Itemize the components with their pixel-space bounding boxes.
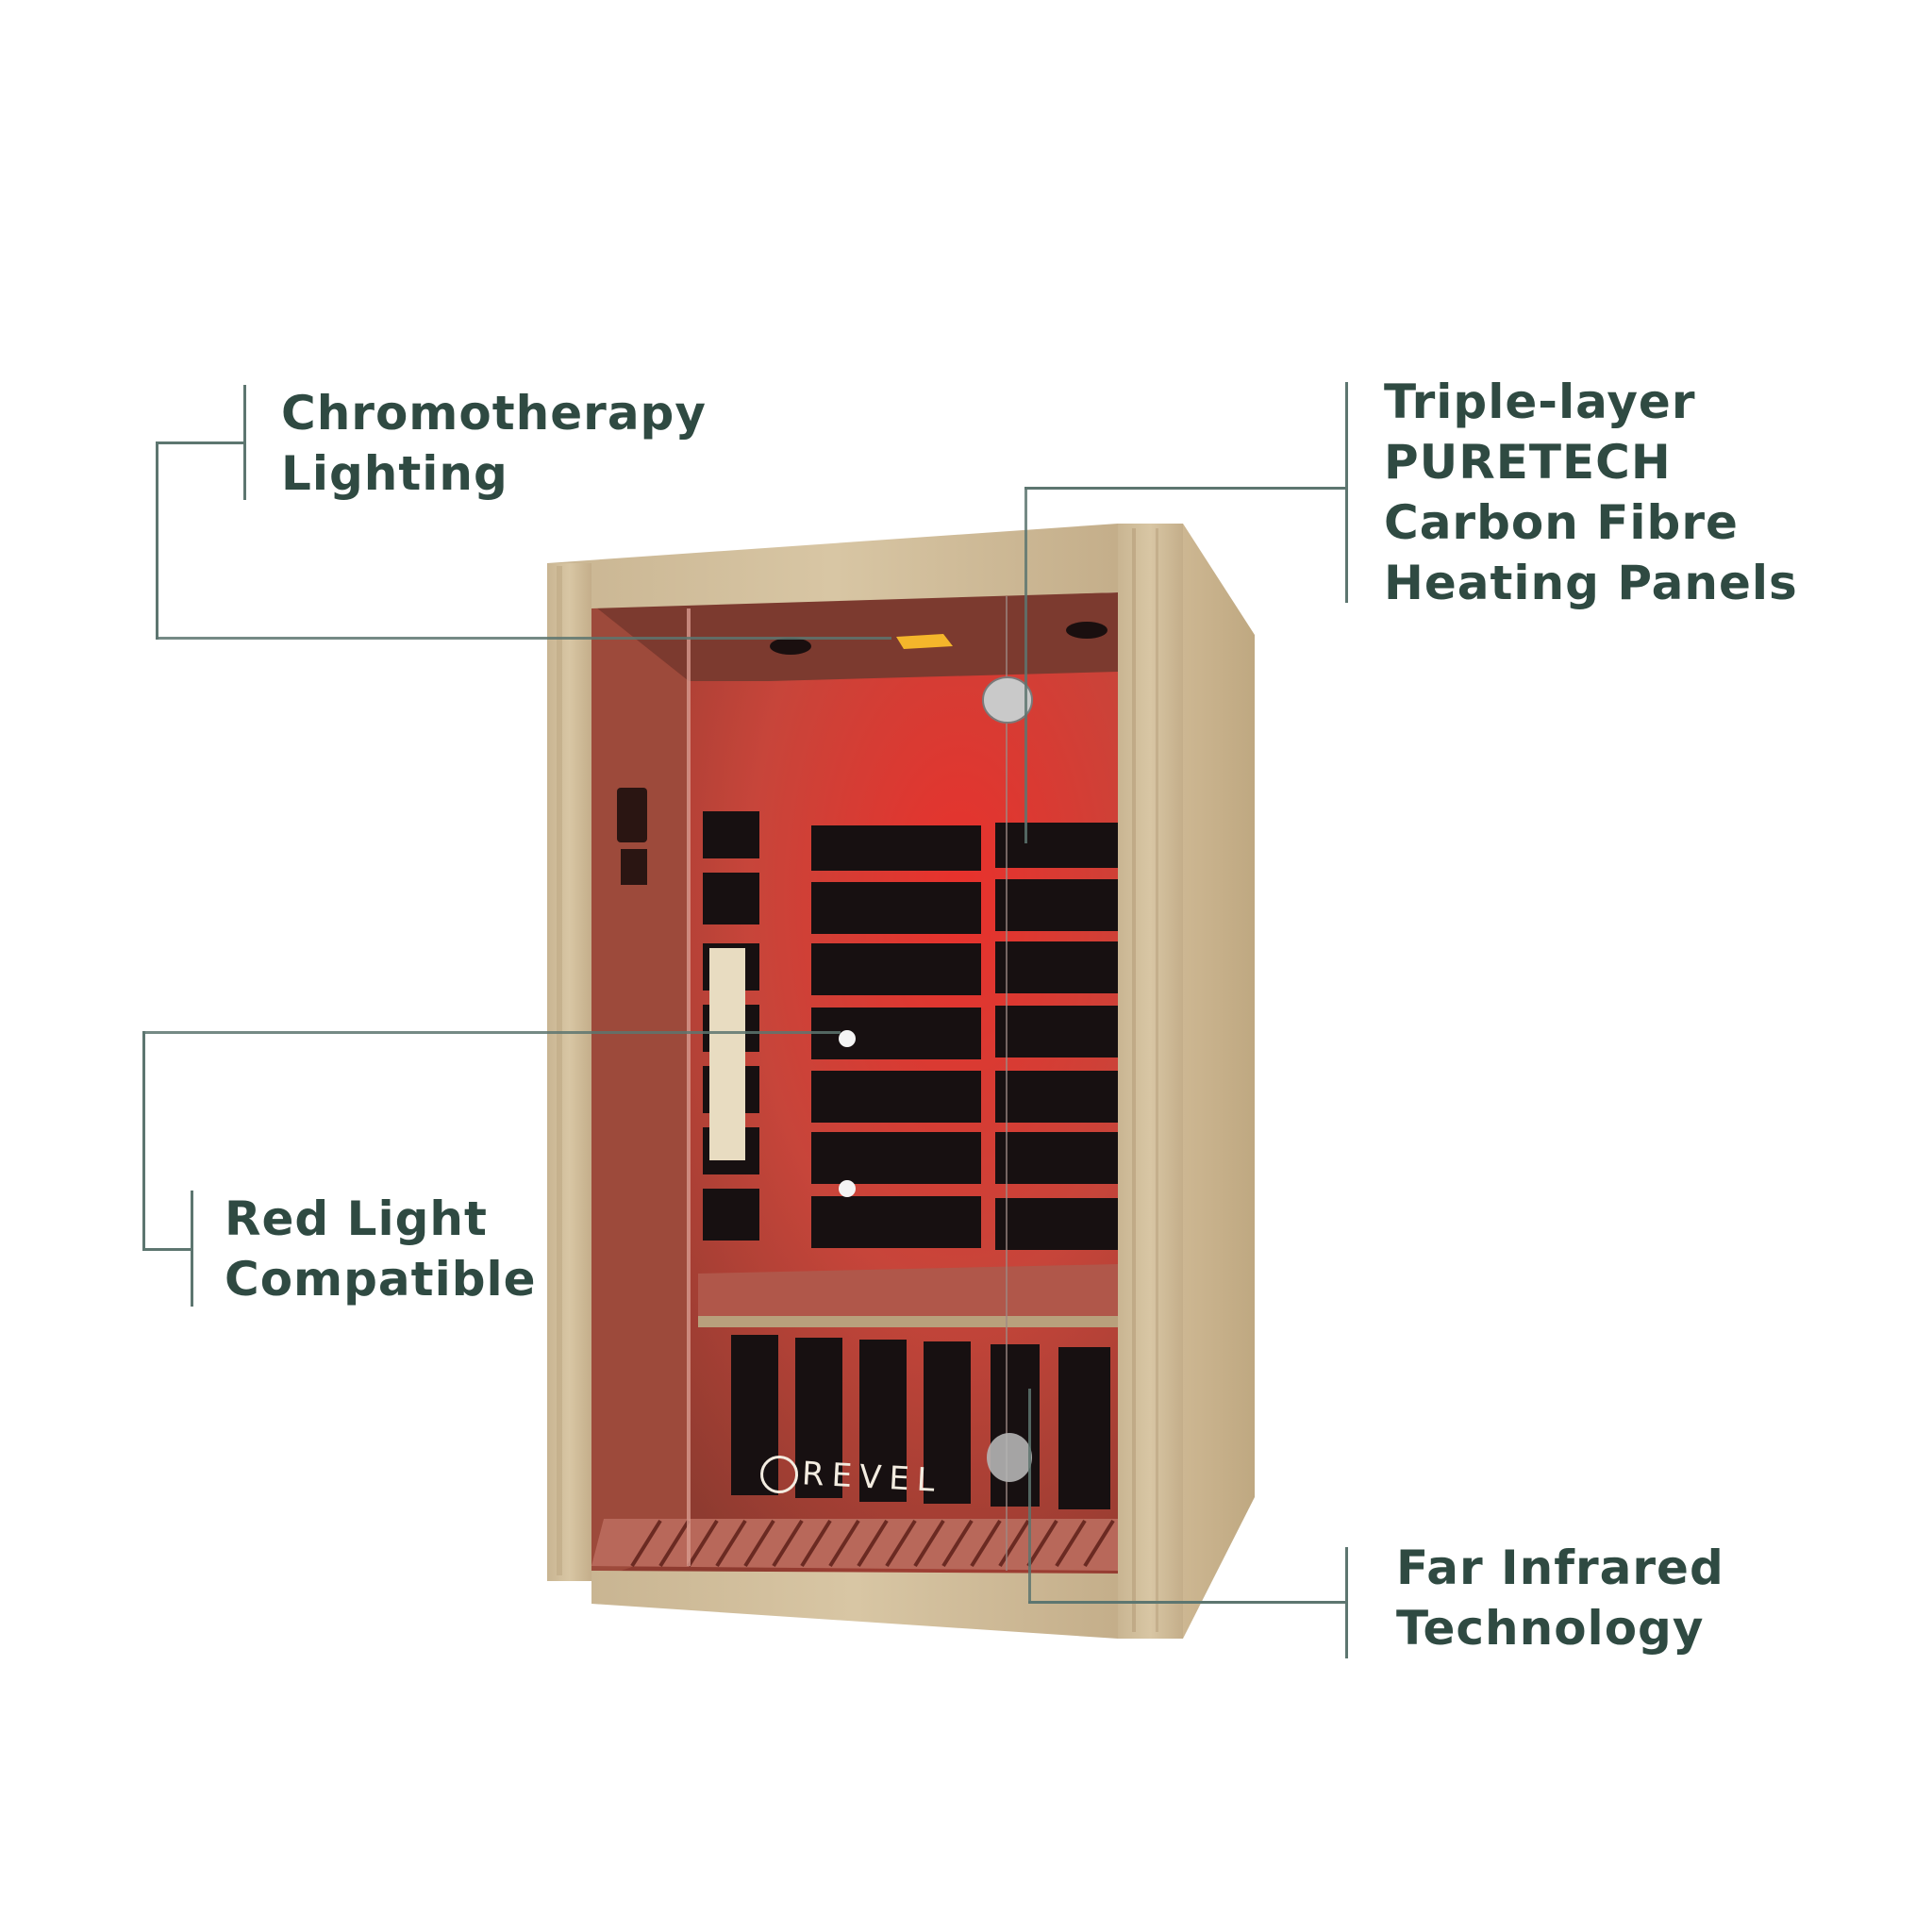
callout-line xyxy=(1024,487,1027,843)
speaker-icon xyxy=(770,638,811,655)
red-light-indicator xyxy=(839,1030,856,1047)
callout-line xyxy=(243,385,246,500)
callout-line xyxy=(142,1031,145,1250)
chromotherapy-light-icon xyxy=(896,634,953,649)
red-light-indicator xyxy=(839,1180,856,1197)
speaker-icon xyxy=(1066,622,1108,639)
callout-line xyxy=(1345,382,1348,603)
callout-line xyxy=(156,441,158,640)
sauna-top-beam xyxy=(547,524,1118,608)
backrest-lamp xyxy=(709,948,745,1160)
callout-line xyxy=(142,1248,192,1251)
callout-line xyxy=(142,1031,841,1034)
feature-label-far-infrared: Far Infrared Technology xyxy=(1396,1541,1724,1656)
feature-label-red-light: Red Light Compatible xyxy=(225,1191,537,1307)
control-panel xyxy=(617,788,647,842)
bench xyxy=(698,1264,1118,1325)
callout-line xyxy=(156,637,891,640)
door-hinge-icon xyxy=(982,676,1033,724)
feature-label-chromotherapy: Chromotherapy Lighting xyxy=(281,386,707,501)
drop-logo-icon xyxy=(759,1454,800,1494)
carbon-heating-panels xyxy=(811,823,1118,1250)
callout-line xyxy=(1028,1601,1347,1604)
callout-line xyxy=(191,1191,193,1307)
callout-line xyxy=(1024,487,1347,490)
door-hinge-icon xyxy=(987,1433,1032,1482)
callout-line xyxy=(156,441,244,444)
sauna-right-post xyxy=(1118,524,1183,1639)
sauna-side-panel xyxy=(1183,524,1255,1639)
feature-label-carbon-panels: Triple-layer PURETECH Carbon Fibre Heati… xyxy=(1384,375,1798,610)
callout-line xyxy=(1028,1389,1031,1603)
sauna-left-post xyxy=(547,563,591,1581)
